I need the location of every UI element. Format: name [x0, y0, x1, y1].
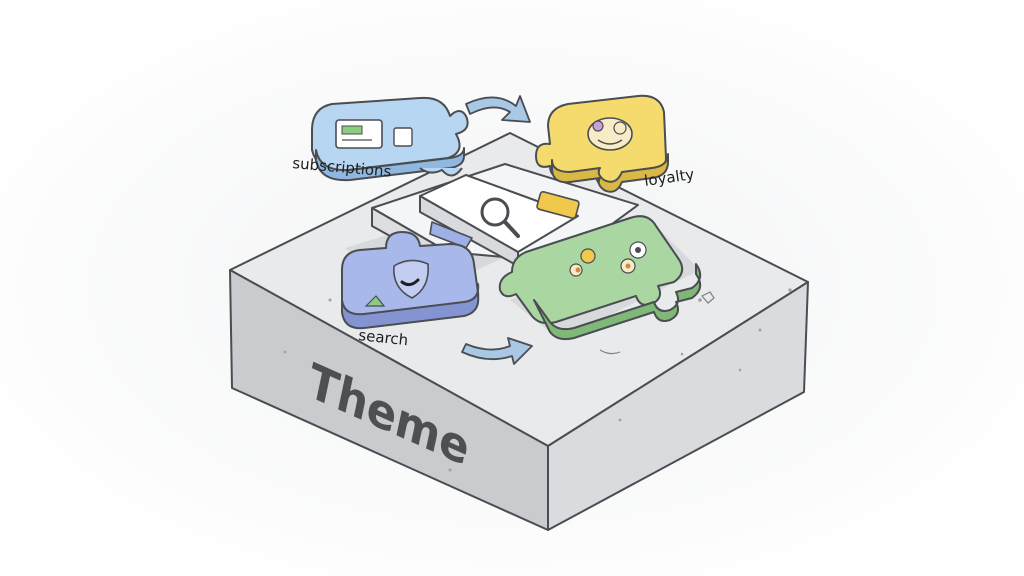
base-right-face [547, 281, 809, 531]
puzzle-piece-center [419, 174, 580, 267]
card-icon [335, 119, 413, 149]
crack-mark [599, 349, 621, 355]
puzzle-piece-subscriptions [311, 96, 469, 182]
arrow-bottom-icon [461, 337, 533, 365]
puzzle-piece-green [498, 215, 702, 341]
puzzle-piece-search [341, 231, 480, 330]
puzzle-piece-loyalty [535, 94, 669, 193]
arrow-top-icon [465, 95, 531, 123]
character-icon [587, 117, 633, 151]
magnifier-icon [480, 197, 520, 238]
label-search: search [358, 326, 409, 349]
shield-icon [393, 259, 429, 299]
chip-mark [701, 291, 715, 304]
arrow-marker-icon [364, 295, 386, 307]
faces-icon [569, 241, 647, 277]
